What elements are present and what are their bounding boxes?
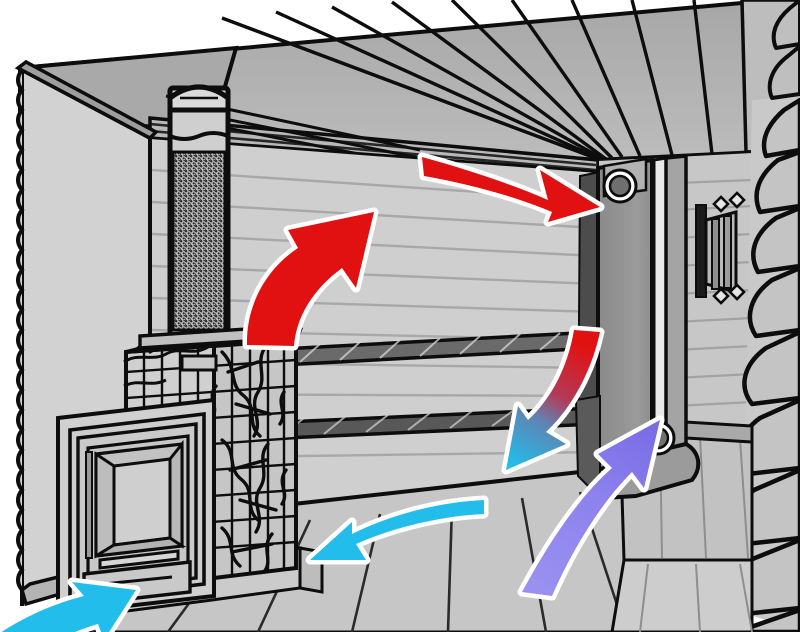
cool-air-return-arrow xyxy=(305,495,489,565)
hot-air-along-ceiling-arrow xyxy=(417,152,605,227)
arrow-2-label: Hot air travelling along the ceiling tow… xyxy=(4,40,220,50)
wall-sconce-lamp xyxy=(695,191,746,305)
cool-air-inlet-arrow xyxy=(0,577,141,632)
exhaust-air-outlet-arrow xyxy=(517,415,665,601)
door-label: Glass sauna door with two round hinges xyxy=(4,124,165,134)
hot-air-rising-arrow xyxy=(242,207,379,351)
chimney-label: Chimney flue pipe with stone-filled heat… xyxy=(4,112,237,122)
stove-stones xyxy=(210,344,288,574)
firebox-door xyxy=(76,422,198,594)
wall-cut-scallops xyxy=(16,68,25,606)
arrow-3-label: Air cooling as it descends beside the do… xyxy=(4,52,171,62)
arrow-1-label: Hot air rising from the stove toward the… xyxy=(4,28,187,38)
chimney-pipe xyxy=(167,84,231,364)
sconce-label: Decorative wall sconce lamp on the right… xyxy=(4,136,184,146)
arrow-4-label: Cool air returning along the floor towar… xyxy=(4,64,201,74)
illustration-subject: Wood-burning sauna room interior with ai… xyxy=(4,16,217,26)
right-log-wall xyxy=(729,0,800,632)
door-hinge-top[interactable] xyxy=(602,168,638,204)
stove-label: Wood-burning sauna stove in mesh stone b… xyxy=(4,100,199,110)
arrow-6-label: Spent air leaving through the door gap xyxy=(4,88,157,98)
illustration-title: Sauna air circulation diagram xyxy=(4,4,121,14)
arrow-5-label: Cool supply air entering under the stove xyxy=(4,76,163,86)
cooling-air-descending-arrow xyxy=(501,325,605,475)
